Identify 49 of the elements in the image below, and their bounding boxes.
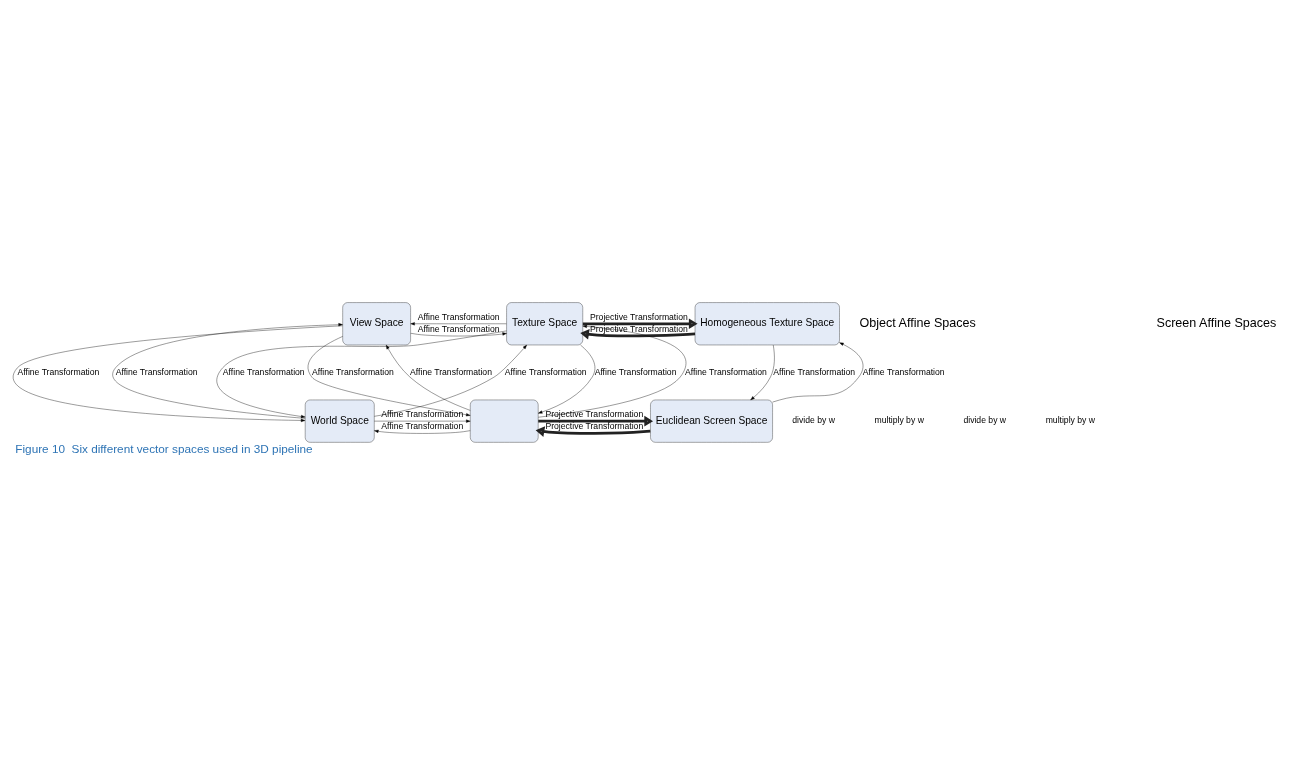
edge-label: Projective Transformation [590, 311, 688, 322]
edge-label: Affine Transformation [410, 366, 492, 377]
arrow [538, 415, 654, 426]
node-box [470, 399, 539, 443]
arrow [374, 429, 471, 434]
arrow [535, 425, 651, 437]
edge-label: Projective Transformation [590, 323, 688, 334]
label: divide by w [963, 414, 1007, 425]
arrow [538, 344, 596, 414]
edge-label: Affine Transformation [381, 420, 464, 431]
edge-label: Affine Transformation [311, 366, 394, 377]
edge-label: Affine Transformation [417, 311, 500, 322]
arrow [307, 335, 471, 416]
arrow [772, 341, 864, 402]
label: Screen Affine Spaces [1156, 315, 1277, 330]
arrow [538, 324, 687, 417]
arrow [374, 419, 471, 423]
arrow [580, 328, 696, 340]
node-box: Texture Space [506, 301, 583, 345]
edge-label: Affine Transformation [594, 366, 677, 377]
edge-label: Projective Transformation [545, 408, 644, 419]
edge-label: Affine Transformation [115, 366, 198, 377]
arrow [374, 344, 527, 417]
arrow [582, 317, 698, 329]
node-box: Homogeneous Texture Space [694, 301, 840, 345]
edge-label: Affine Transformation [862, 366, 945, 377]
edge-label: Projective Transformation [545, 420, 644, 431]
node-box: World Space [305, 399, 375, 443]
arrow [410, 321, 507, 325]
arrow [750, 344, 775, 400]
arrow [385, 344, 471, 411]
edge-label: Affine Transformation [17, 366, 100, 377]
edge-label: Affine Transformation [381, 408, 464, 419]
edge-label: Affine Transformation [417, 323, 500, 334]
caption: Figure 10 Six different vector spaces used in 3D pipeline [15, 441, 313, 455]
label: multiply by w [874, 414, 924, 425]
node-box: Euclidean Screen Space [650, 399, 773, 443]
edge-label: Affine Transformation [222, 366, 305, 377]
label: divide by w [792, 414, 835, 425]
edge-label: Affine Transformation [684, 366, 767, 377]
arrow [112, 322, 343, 419]
label: multiply by w [1045, 414, 1096, 425]
node-box: View Space [342, 301, 411, 345]
edge-label: Affine Transformation [504, 366, 587, 377]
arrow [216, 330, 507, 418]
edge-label: Affine Transformation [773, 366, 856, 377]
arrow [410, 331, 507, 336]
arrow [12, 325, 343, 422]
label: Object Affine Spaces [859, 315, 976, 330]
